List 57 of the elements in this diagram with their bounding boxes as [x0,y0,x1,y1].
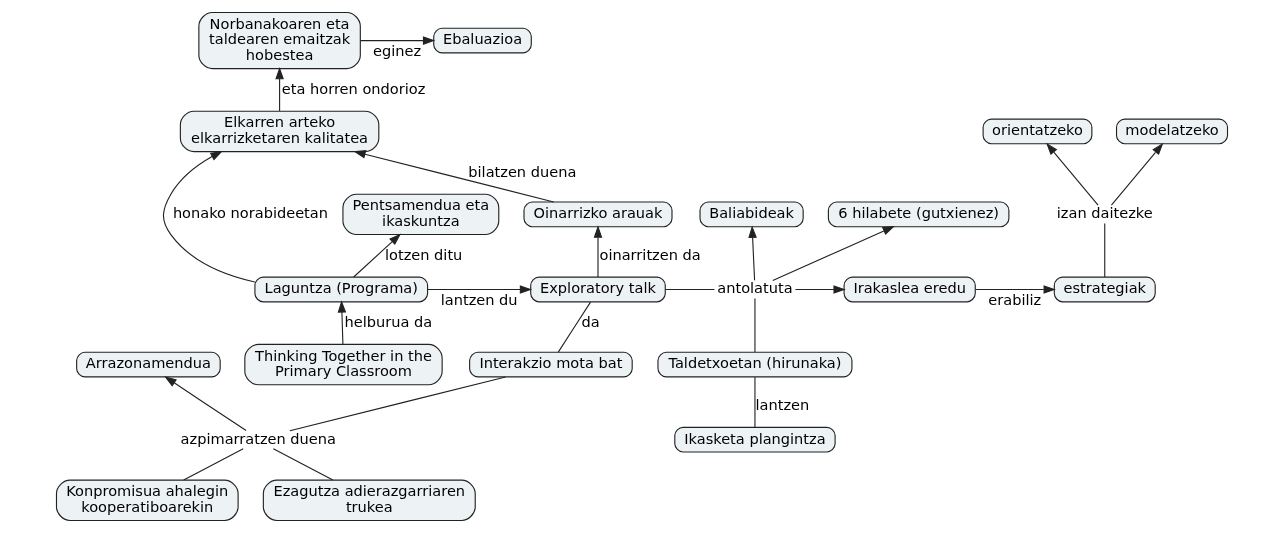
node-box: modelatzeko [1115,118,1229,145]
node-box: Exploratory talk [530,276,666,303]
node-box: Oinarrizko arauak [523,201,673,228]
edge-label: eta horren ondorioz [281,79,426,97]
node-box: Taldetxoetan (hirunaka) [657,351,853,378]
node-box: Laguntza (Programa) [254,276,429,303]
arrow [162,150,256,283]
node-box: Arrazonamendua [76,351,221,378]
connector [183,448,244,481]
node-box: orientatzeko [982,118,1093,145]
node-text: azpimarratzen duena [180,429,336,447]
arrow [1046,142,1099,206]
arrow [359,36,436,45]
node-box: Ezagutza adierazgarriaren trukea [262,479,476,521]
edge-label: erabiliz [988,290,1042,308]
node-box: Elkarren arteko elkarrizketaren kalitatea [179,110,380,153]
arrow [772,226,895,281]
arrow [1110,142,1164,206]
node-box: Interakzio mota bat [469,351,633,378]
edge-label: honako norabideetan [172,204,328,222]
arrow [593,225,603,278]
connector [1104,222,1106,278]
edge-label: eginez [372,41,422,59]
edge-label: lotzen ditu [384,245,463,263]
connector [272,448,334,481]
edge-label: lantzen [755,395,810,413]
connector [557,301,592,353]
node-box: Norbanakoaren eta taldearen emaitzak hobestea [198,12,361,70]
connector [754,376,756,428]
node-box: Ikasketa plangintza [674,426,836,453]
node-box: Thinking Together in the Primary Classroom [244,343,443,386]
node-box: Pentsamendua eta ikaskuntza [342,193,500,236]
edge-label: oinarritzen da [599,245,701,263]
arrow [975,285,1056,294]
connector [289,376,507,432]
connector [664,288,715,291]
node-box: Irakaslea eredu [843,276,976,303]
arrow [337,300,347,345]
edge-label: lantzen du [440,290,518,308]
arrow [353,233,402,278]
edge-label: da [581,312,600,330]
node-text: antolatuta [717,279,793,297]
arrow [353,150,555,203]
arrow [748,225,757,281]
connector [754,298,756,353]
arrow [275,66,284,112]
arrow [427,285,533,294]
node-box: 6 hilabete (gutxienez) [827,201,1010,228]
node-box: estrategiak [1053,276,1156,303]
node-text: izan daitezke [1056,204,1153,222]
node-box: Ebaluazioa [433,27,532,54]
node-box: Konpromisua ahalegin kooperatiboarekin [55,479,239,521]
edge-label: helburua da [344,312,433,330]
arrow [164,376,247,432]
arrow [794,285,846,294]
node-box: Baliabideak [699,201,804,228]
edge-label: bilatzen duena [468,162,577,180]
